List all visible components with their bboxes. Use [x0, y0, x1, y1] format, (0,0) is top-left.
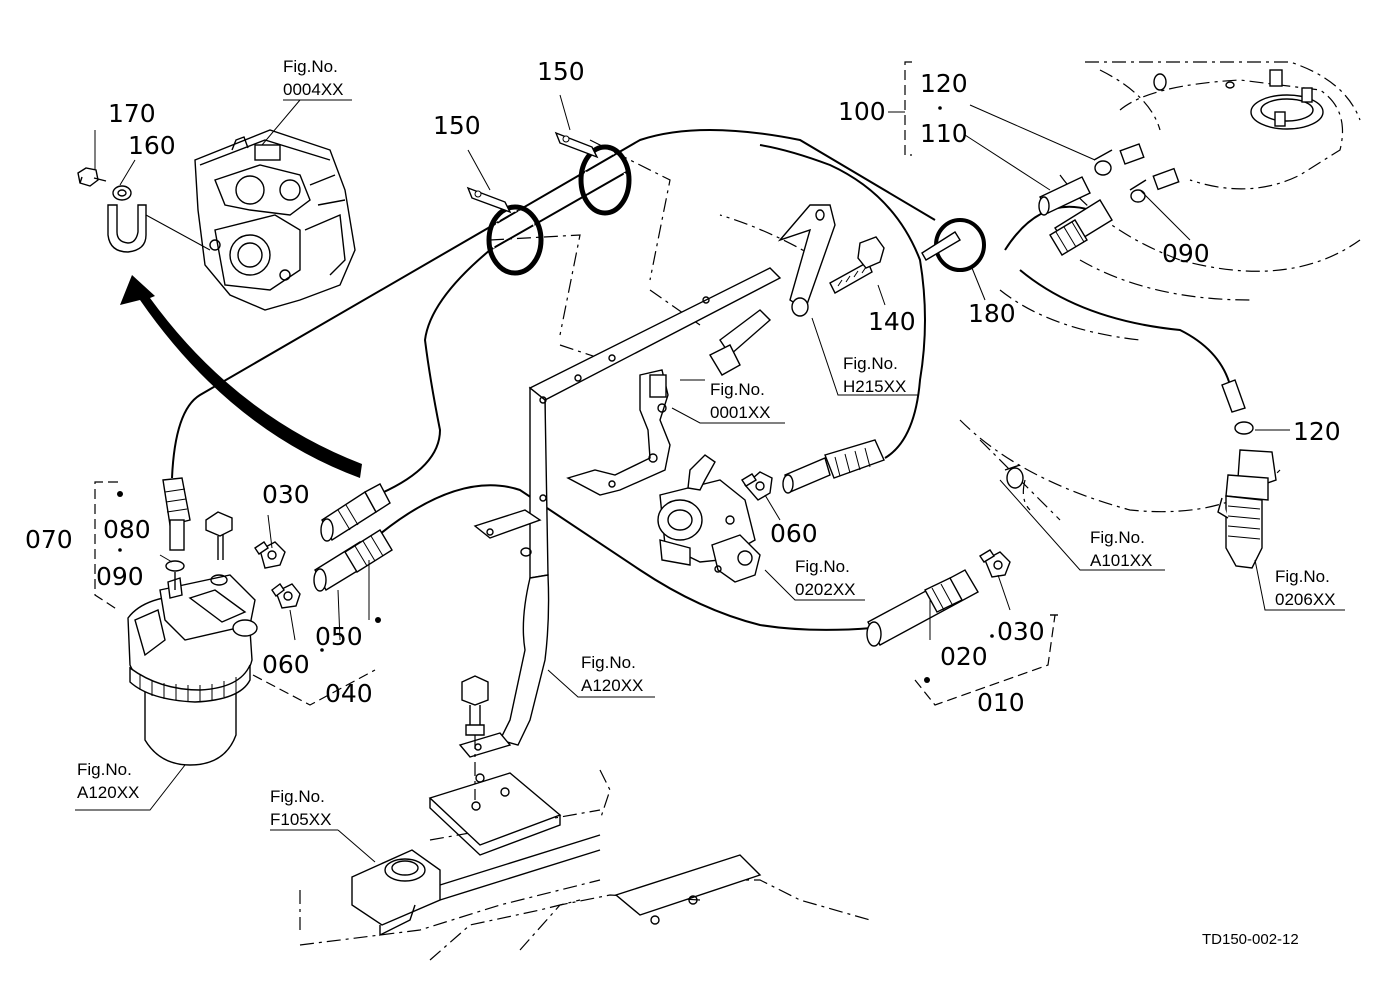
- label-090-top: 090: [1162, 239, 1210, 268]
- label-030-right: 030: [997, 617, 1045, 646]
- bracket-assembly: [498, 204, 836, 746]
- clip-120-top: [1093, 143, 1145, 176]
- filter-hose-lower: [313, 529, 393, 592]
- label-120-top: 120: [920, 69, 968, 98]
- figref-a120xx-filter: Fig.No. A120XX: [77, 760, 139, 802]
- label-020: 020: [940, 642, 988, 671]
- label-110: 110: [920, 119, 968, 148]
- group-dots: [117, 106, 994, 683]
- label-070: 070: [25, 525, 73, 554]
- label-100: 100: [838, 97, 886, 126]
- hose-clamp-150-left: [466, 186, 544, 276]
- figref-f105xx: Fig.No. F105XX: [270, 787, 331, 829]
- filter-hose-080: [162, 477, 191, 551]
- lower-bracket: [428, 732, 562, 856]
- hose-segment-090: [1049, 199, 1113, 256]
- label-170: 170: [108, 99, 156, 128]
- mount-plate-lower: [473, 509, 542, 557]
- hose-clip-060-filter: [271, 582, 301, 609]
- leader-lines: [75, 94, 1345, 863]
- hose-clamp-180: [921, 218, 986, 272]
- hose-clamp-150-right: [554, 131, 632, 216]
- label-060-filter: 060: [262, 650, 310, 679]
- bracket-bolt: [461, 675, 489, 800]
- svg-text:A120XX: A120XX: [77, 783, 139, 802]
- svg-text:0206XX: 0206XX: [1275, 590, 1336, 609]
- label-120-right: 120: [1293, 417, 1341, 446]
- svg-text:Fig.No.: Fig.No.: [581, 653, 636, 672]
- label-010: 010: [977, 688, 1025, 717]
- mount-bracket: [566, 369, 671, 496]
- label-050: 050: [315, 622, 363, 651]
- group-brackets: [94, 61, 1058, 706]
- svg-text:H215XX: H215XX: [843, 377, 906, 396]
- figref-0202xx: Fig.No. 0202XX: [795, 557, 856, 599]
- svg-text:0202XX: 0202XX: [795, 580, 856, 599]
- svg-text:Fig.No.: Fig.No.: [795, 557, 850, 576]
- engine-block: [194, 129, 356, 311]
- fuel-hoses: [171, 129, 1231, 631]
- svg-text:Fig.No.: Fig.No.: [1090, 528, 1145, 547]
- label-060-pump: 060: [770, 519, 818, 548]
- hose-clip-030-filter: [254, 541, 286, 569]
- label-180: 180: [968, 299, 1016, 328]
- figref-0001xx: Fig.No. 0001XX: [710, 380, 771, 422]
- hose-110: [1038, 176, 1091, 216]
- direction-arrow: [120, 275, 362, 478]
- svg-text:Fig.No.: Fig.No.: [710, 380, 765, 399]
- label-150-left: 150: [433, 111, 481, 140]
- fitting-a101: [1004, 464, 1024, 489]
- fuel-pump: [657, 454, 761, 583]
- svg-text:Fig.No.: Fig.No.: [77, 760, 132, 779]
- label-030-filter: 030: [262, 480, 310, 509]
- label-080: 080: [103, 515, 151, 544]
- bolt-170: [77, 167, 107, 187]
- svg-text:Fig.No.: Fig.No.: [843, 354, 898, 373]
- fuel-filter: [127, 574, 258, 766]
- svg-text:Fig.No.: Fig.No.: [270, 787, 325, 806]
- svg-text:0004XX: 0004XX: [283, 80, 344, 99]
- injector-nozzle: [1217, 379, 1277, 569]
- drawing-number: TD150-002-12: [1202, 931, 1299, 948]
- label-150-right: 150: [537, 57, 585, 86]
- bolt-140: [829, 236, 885, 294]
- hose-020: [866, 569, 979, 647]
- svg-text:0001XX: 0001XX: [710, 403, 771, 422]
- hose-clip-030-right: [979, 549, 1011, 578]
- figref-h215xx: Fig.No. H215XX: [843, 354, 906, 396]
- figref-0206xx: Fig.No. 0206XX: [1275, 567, 1336, 609]
- part-numbers: 170 160 150 150 100 120 110 090 180 140 …: [25, 57, 1341, 717]
- figref-a120xx-bracket: Fig.No. A120XX: [581, 653, 643, 695]
- filter-hose-upper: [320, 483, 391, 542]
- label-040: 040: [325, 679, 373, 708]
- clamp-160: [107, 185, 147, 253]
- fuel-tank: [1119, 69, 1344, 190]
- label-140: 140: [868, 307, 916, 336]
- clip-090-top: [1129, 167, 1180, 203]
- svg-text:A101XX: A101XX: [1090, 551, 1152, 570]
- svg-text:F105XX: F105XX: [270, 810, 331, 829]
- hose-clip-060-pump: [741, 471, 773, 501]
- svg-text:Fig.No.: Fig.No.: [1275, 567, 1330, 586]
- svg-text:Fig.No.: Fig.No.: [283, 57, 338, 76]
- clip-090-filter: [165, 560, 185, 590]
- label-090-filter: 090: [96, 562, 144, 591]
- filter-bolt: [205, 511, 233, 560]
- hose-segment-pump: [782, 439, 885, 494]
- svg-text:A120XX: A120XX: [581, 676, 643, 695]
- figure-references: Fig.No. 0004XX Fig.No. H215XX Fig.No. 00…: [77, 57, 1336, 829]
- frame-rail: [351, 834, 762, 937]
- figref-a101xx: Fig.No. A101XX: [1090, 528, 1152, 570]
- leader-clamp-to-engine: [145, 214, 211, 251]
- label-160: 160: [128, 131, 176, 160]
- figref-0004xx: Fig.No. 0004XX: [283, 57, 344, 99]
